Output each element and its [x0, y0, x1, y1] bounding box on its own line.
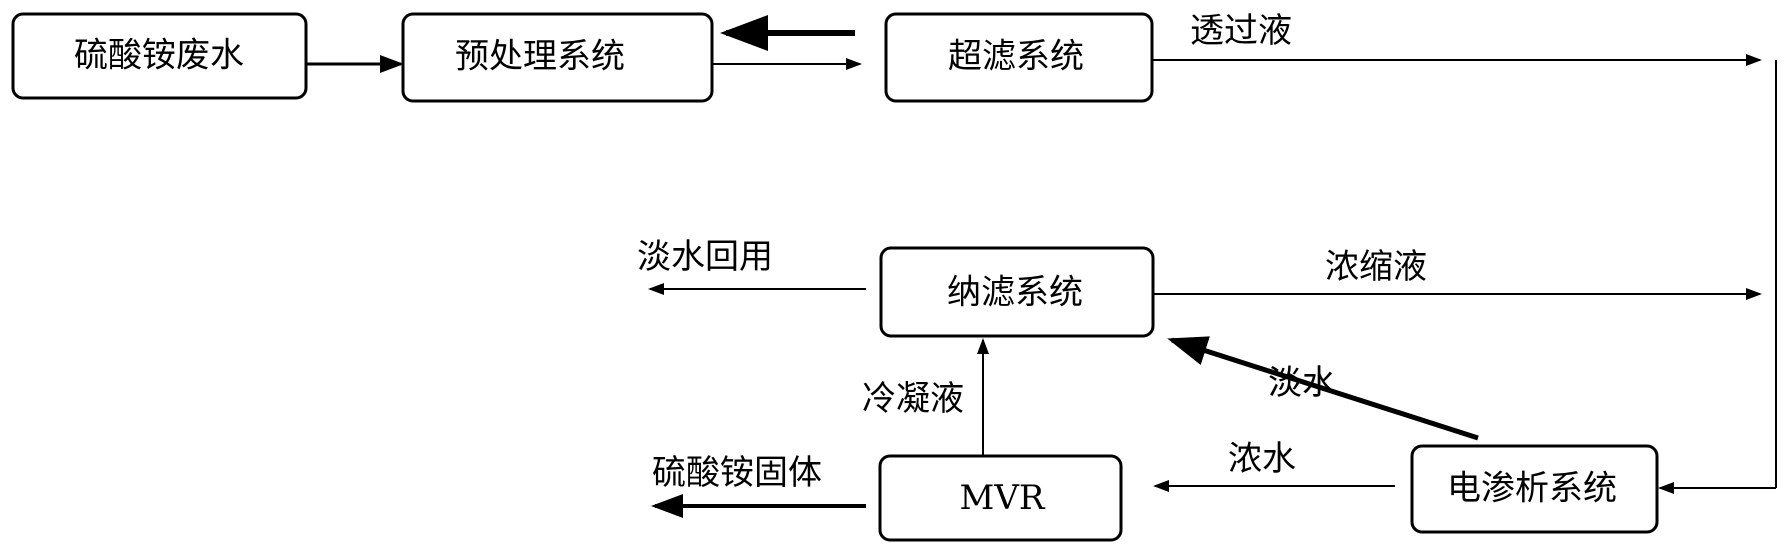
label-permeate: 透过液: [1190, 11, 1292, 51]
node-nanofiltration: 纳滤系统: [879, 246, 1155, 338]
node-electrodialysis-label: 电渗析系统: [1447, 469, 1617, 509]
node-ultrafiltration-label: 超滤系统: [948, 37, 1084, 77]
label-concentrated-water: 浓水: [1228, 439, 1296, 479]
label-fresh-water: 淡水: [1268, 363, 1336, 403]
node-electrodialysis: 电渗析系统: [1410, 444, 1659, 534]
node-wastewater-label: 硫酸铵废水: [74, 36, 244, 76]
label-condensate: 冷凝液: [862, 379, 964, 419]
label-concentrate: 浓缩液: [1325, 247, 1427, 287]
node-wastewater: 硫酸铵废水: [11, 12, 308, 100]
label-ammonium-sulfate-solid: 硫酸铵固体: [652, 453, 822, 493]
node-pretreatment-label: 预处理系统: [455, 37, 625, 77]
label-fresh-water-reuse: 淡水回用: [637, 237, 773, 277]
node-nanofiltration-label: 纳滤系统: [947, 273, 1083, 313]
node-ultrafiltration: 超滤系统: [884, 12, 1154, 103]
node-mvr: MVR: [878, 454, 1123, 542]
edge-electrodialysis-fresh-to-nanofiltration: [1167, 336, 1479, 441]
node-mvr-label: MVR: [960, 478, 1046, 518]
node-pretreatment: 预处理系统: [401, 12, 714, 103]
